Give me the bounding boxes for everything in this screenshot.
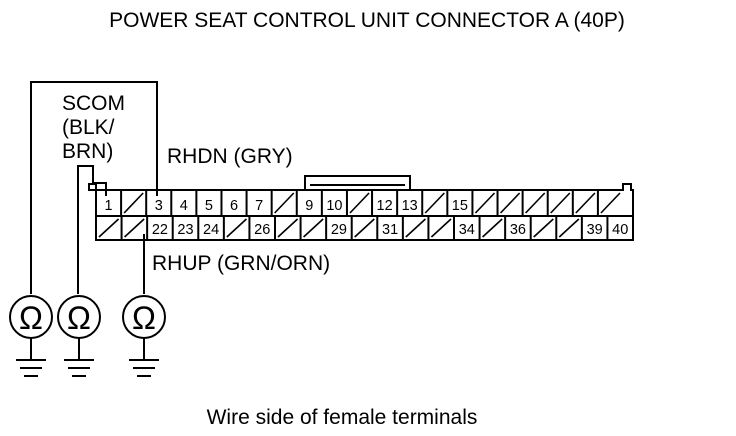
terminal-number: 15 bbox=[452, 198, 468, 214]
ohmmeter-3: Ω bbox=[122, 295, 166, 377]
terminal-number: 13 bbox=[402, 198, 418, 214]
caption: Wire side of female terminals bbox=[207, 406, 478, 429]
unused-cavity-slash bbox=[277, 218, 299, 238]
terminal-number: 10 bbox=[326, 198, 342, 214]
unused-cavity-slash bbox=[474, 192, 496, 214]
terminal-number: 36 bbox=[510, 222, 526, 238]
terminal-number: 31 bbox=[382, 222, 398, 238]
unused-cavity-slash bbox=[349, 192, 370, 214]
terminal-number: 3 bbox=[155, 198, 163, 214]
terminal-number: 24 bbox=[203, 222, 219, 238]
connector-outline bbox=[88, 183, 634, 241]
scom-label-line1: SCOM bbox=[62, 92, 125, 115]
wire-terminal-1 bbox=[77, 165, 107, 294]
terminal-number: 7 bbox=[255, 198, 263, 214]
unused-cavity-slash bbox=[525, 192, 546, 214]
ground-icon bbox=[64, 338, 94, 377]
terminal-number: 12 bbox=[377, 198, 393, 214]
terminal-number: 9 bbox=[305, 198, 313, 214]
unused-cavity-slash bbox=[226, 218, 247, 238]
terminal-number: 39 bbox=[587, 222, 603, 238]
terminal-number: 1 bbox=[105, 198, 113, 214]
unused-cavity-slash bbox=[424, 192, 445, 214]
unused-cavity-slash bbox=[558, 218, 580, 238]
ohmmeter-2: Ω bbox=[57, 295, 101, 377]
unused-cavity-slash bbox=[354, 218, 375, 238]
rhdn-label: RHDN (GRY) bbox=[167, 145, 293, 168]
unused-cavity-slash bbox=[98, 218, 120, 238]
unused-cavity-slash bbox=[274, 192, 295, 214]
unused-cavity-slash bbox=[575, 192, 596, 214]
unused-cavity-slash bbox=[405, 218, 426, 238]
unused-cavity-slash bbox=[482, 218, 503, 238]
connector-latch bbox=[304, 175, 411, 190]
diagram-title: POWER SEAT CONTROL UNIT CONNECTOR A (40P… bbox=[109, 9, 625, 32]
rhup-label: RHUP (GRN/ORN) bbox=[152, 252, 330, 275]
unused-cavity-slash bbox=[124, 218, 145, 238]
unused-cavity-slash bbox=[303, 218, 324, 238]
terminal-number: 26 bbox=[254, 222, 270, 238]
unused-cavity-slash bbox=[123, 192, 144, 214]
wire-terminal-3 bbox=[30, 81, 158, 294]
ohm-symbol: Ω bbox=[67, 300, 91, 336]
ohmmeter-1: Ω bbox=[9, 295, 53, 377]
unused-cavity-slash bbox=[600, 192, 621, 214]
scom-label-line2: (BLK/ bbox=[62, 116, 115, 139]
terminal-number: 22 bbox=[152, 222, 168, 238]
unused-cavity-slash bbox=[550, 192, 571, 214]
ground-icon bbox=[16, 338, 46, 377]
terminal-number: 4 bbox=[180, 198, 188, 214]
terminal-number: 23 bbox=[177, 222, 193, 238]
ohm-symbol: Ω bbox=[19, 300, 43, 336]
scom-label: SCOM (BLK/ BRN) bbox=[62, 92, 125, 163]
unused-cavity-slash bbox=[499, 192, 521, 214]
terminal-number: 34 bbox=[459, 222, 475, 238]
terminal-number: 29 bbox=[331, 222, 347, 238]
connector-bottom-row: 22 23 24 26 29 31 34 36 39 40 bbox=[98, 216, 628, 240]
unused-cavity-slash bbox=[430, 218, 452, 238]
terminal-number: 40 bbox=[612, 222, 628, 238]
ohm-symbol: Ω bbox=[132, 300, 156, 336]
scom-label-line3: BRN) bbox=[62, 140, 113, 163]
terminal-number: 6 bbox=[230, 198, 238, 214]
ground-icon bbox=[129, 338, 159, 377]
unused-cavity-slash bbox=[533, 218, 554, 238]
terminal-number: 5 bbox=[205, 198, 213, 214]
